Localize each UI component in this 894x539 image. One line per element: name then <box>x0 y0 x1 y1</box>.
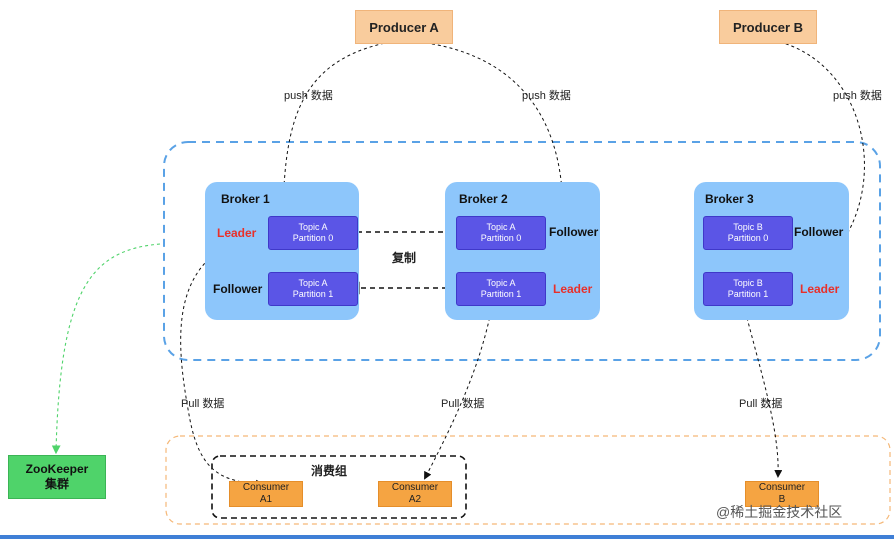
bottom-rule <box>0 535 894 539</box>
broker-1-follower-label: Follower <box>213 282 263 296</box>
partition-name: Partition 1 <box>292 289 334 299</box>
push-arrow-a-broker2 <box>419 41 564 272</box>
zookeeper-cluster: ZooKeeper 集群 <box>8 455 106 499</box>
broker-3-title: Broker 3 <box>705 192 754 206</box>
replicate-label: 复制 <box>392 251 417 265</box>
broker-3-partition-1: Topic B Partition 1 <box>703 272 793 306</box>
broker-2-title: Broker 2 <box>459 192 508 206</box>
partition-name: Partition 1 <box>480 289 522 299</box>
partition-name: Partition 0 <box>727 233 769 243</box>
consumer-b: Consumer B <box>745 481 819 507</box>
consumer-title: Consumer <box>758 482 806 493</box>
partition-topic: Topic B <box>733 278 763 288</box>
broker-3-partition-0: Topic B Partition 0 <box>703 216 793 250</box>
consumer-title: Consumer <box>242 482 290 493</box>
broker-2-leader-label: Leader <box>553 282 593 296</box>
pull-arrow-b <box>743 305 783 478</box>
consumer-group-label: 消费组 <box>311 464 348 478</box>
zookeeper-name: ZooKeeper <box>25 462 89 476</box>
partition-topic: Topic B <box>733 222 763 232</box>
consumer-title: Consumer <box>391 482 439 493</box>
broker-1-partition-1: Topic A Partition 1 <box>268 272 358 306</box>
partition-name: Partition 1 <box>727 289 769 299</box>
partition-topic: Topic A <box>486 278 516 288</box>
producer-a: Producer A <box>355 10 453 44</box>
pull-label-a1: Pull 数据 <box>181 398 225 410</box>
push-arrow-a-broker1 <box>279 41 391 214</box>
partition-name: Partition 0 <box>292 233 334 243</box>
broker-1-leader-label: Leader <box>217 226 257 240</box>
consumer-area-frame <box>165 435 891 525</box>
watermark: @稀土掘金技术社区 <box>716 504 843 520</box>
push-label-a2: push 数据 <box>522 90 571 102</box>
push-label-a1: push 数据 <box>284 90 333 102</box>
partition-topic: Topic A <box>298 278 328 288</box>
kafka-cluster-frame <box>163 141 881 361</box>
partition-topic: Topic A <box>298 222 328 232</box>
producer-b: Producer B <box>719 10 817 44</box>
zookeeper-link <box>51 243 161 455</box>
broker-3-follower-label: Follower <box>794 225 844 239</box>
broker-2-follower-label: Follower <box>549 225 599 239</box>
zookeeper-cluster-label: 集群 <box>44 477 69 491</box>
broker-2-partition-0: Topic A Partition 0 <box>456 216 546 250</box>
broker-3-leader-label: Leader <box>800 282 840 296</box>
broker-1-title: Broker 1 <box>221 192 270 206</box>
partition-name: Partition 0 <box>480 233 522 243</box>
push-label-b: push 数据 <box>833 90 882 102</box>
pull-label-a2: Pull 数据 <box>441 398 485 410</box>
consumer-group-frame <box>211 455 467 519</box>
consumer-id: B <box>778 494 786 505</box>
pull-arrow-a1 <box>180 231 269 488</box>
pull-label-b: Pull 数据 <box>739 398 783 410</box>
consumer-id: A1 <box>259 494 273 505</box>
broker-2-partition-1: Topic A Partition 1 <box>456 272 546 306</box>
partition-topic: Topic A <box>486 222 516 232</box>
consumer-a1: Consumer A1 <box>229 481 303 507</box>
pull-arrow-a2 <box>424 305 493 480</box>
broker-1-partition-0: Topic A Partition 0 <box>268 216 358 250</box>
consumer-a2: Consumer A2 <box>378 481 452 507</box>
consumer-id: A2 <box>408 494 422 505</box>
